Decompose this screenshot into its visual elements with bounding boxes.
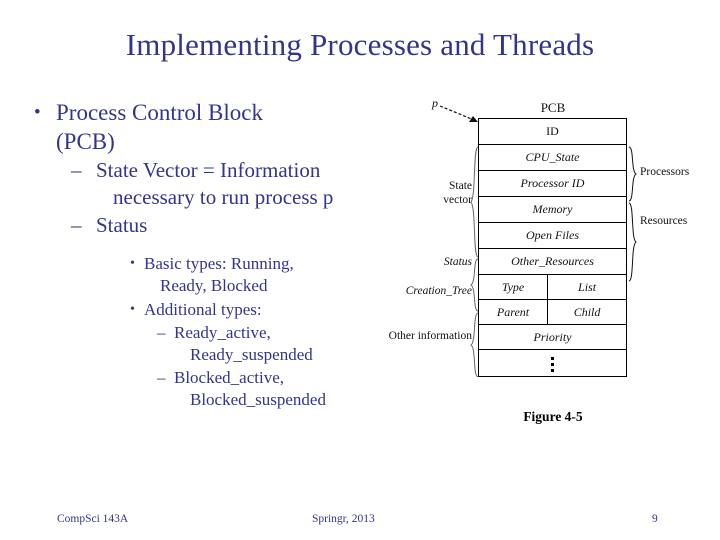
pcb-cell: CPU_State	[525, 150, 580, 164]
label-creation-tree: Creation_Tree	[405, 285, 472, 297]
pcb-cell: Open Files	[526, 228, 579, 242]
bullet-text-line1: Process Control Block	[56, 100, 263, 125]
pcb-cell: Child	[573, 304, 601, 319]
label-resources: Resources	[640, 215, 688, 227]
pcb-cell: Parent	[479, 300, 549, 324]
bullet-dot-icon: •	[130, 302, 135, 317]
pcb-cell: Memory	[532, 202, 573, 216]
pcb-table-caption: PCB	[540, 100, 566, 115]
dash-bullet-icon: –	[71, 213, 82, 237]
pcb-row: Priority	[479, 325, 626, 350]
figure-caption: Figure 4-5	[523, 409, 583, 424]
bullet-level3-additional-types: • Additional types:	[26, 299, 426, 321]
pcb-row: ID	[479, 119, 626, 145]
bullet-text-line2: Ready, Blocked	[160, 276, 268, 295]
pcb-row: Other_Resources	[479, 249, 626, 275]
bullet-list: • Process Control Block (PCB) – State Ve…	[26, 98, 426, 411]
bullet-dot-icon: •	[34, 102, 41, 123]
pcb-row: Parent Child	[479, 300, 626, 325]
page-title: Implementing Processes and Threads	[125, 27, 595, 62]
pointer-arrow-icon	[439, 105, 478, 122]
ellipsis-dot-icon	[551, 356, 554, 360]
dash-bullet-icon: –	[157, 323, 166, 342]
pcb-cell: Priority	[533, 329, 572, 344]
bullet-text-line2: Ready_suspended	[190, 345, 313, 364]
brace-resources-icon	[628, 202, 637, 282]
bullet-dot-icon: •	[130, 256, 135, 271]
brace-status-creation-tree-icon	[470, 258, 479, 312]
bullet-text-line1: Status	[96, 213, 148, 237]
label-status: Status	[443, 256, 472, 268]
footer: CompSci 143A Springr, 2013 9	[0, 513, 720, 533]
pcb-row: Processor ID	[479, 171, 626, 197]
label-state-vector-line1: State	[449, 180, 472, 192]
bullet-text-line1: Basic types: Running,	[144, 254, 294, 273]
label-state-vector-line2: vector	[443, 194, 472, 206]
pcb-row: Type List	[479, 275, 626, 300]
bullet-level4-blocked-states: – Blocked_active, Blocked_suspended	[26, 367, 426, 411]
dash-bullet-icon: –	[157, 368, 166, 387]
pcb-row: Memory	[479, 197, 626, 223]
bullet-text-line1: Blocked_active,	[174, 368, 284, 387]
pcb-cell: Other_Resources	[511, 254, 594, 268]
label-other-information: Other information	[388, 330, 472, 342]
pcb-row: Open Files	[479, 223, 626, 249]
bullet-text-line1: Additional types:	[144, 300, 262, 319]
bullet-text-line2: necessary to run process p	[113, 185, 334, 209]
pcb-cell: Type	[479, 275, 549, 299]
bullet-level2-state-vector: – State Vector = Information necessary t…	[26, 157, 426, 211]
brace-processors-icon	[628, 146, 637, 202]
ellipsis-dot-icon	[551, 368, 554, 372]
pcb-row: CPU_State	[479, 145, 626, 171]
dash-bullet-icon: –	[71, 158, 82, 182]
pcb-cell: Processor ID	[520, 176, 585, 190]
pointer-label-p: p	[432, 96, 438, 110]
footer-term: Springr, 2013	[312, 513, 375, 525]
bullet-text-line1: Ready_active,	[174, 323, 271, 342]
brace-state-vector-icon	[470, 146, 479, 258]
pcb-cell: List	[578, 279, 597, 294]
bullet-text-line2: Blocked_suspended	[190, 390, 326, 409]
bullet-level1-process-control-block: • Process Control Block (PCB)	[26, 98, 426, 156]
pcb-row-ellipsis	[479, 350, 626, 378]
brace-other-information-icon	[470, 312, 479, 378]
bullet-level4-ready-states: – Ready_active, Ready_suspended	[26, 322, 426, 366]
ellipsis-dot-icon	[551, 362, 554, 366]
bullet-level2-status: – Status	[26, 212, 426, 239]
footer-page-number: 9	[652, 513, 658, 525]
label-processors: Processors	[640, 166, 690, 178]
bullet-level3-basic-types: • Basic types: Running, Ready, Blocked	[26, 253, 426, 297]
pcb-cell: ID	[546, 124, 559, 138]
footer-course: CompSci 143A	[57, 513, 129, 525]
bullet-text-line1: State Vector = Information	[96, 158, 321, 182]
bullet-text-line2: (PCB)	[56, 129, 115, 154]
